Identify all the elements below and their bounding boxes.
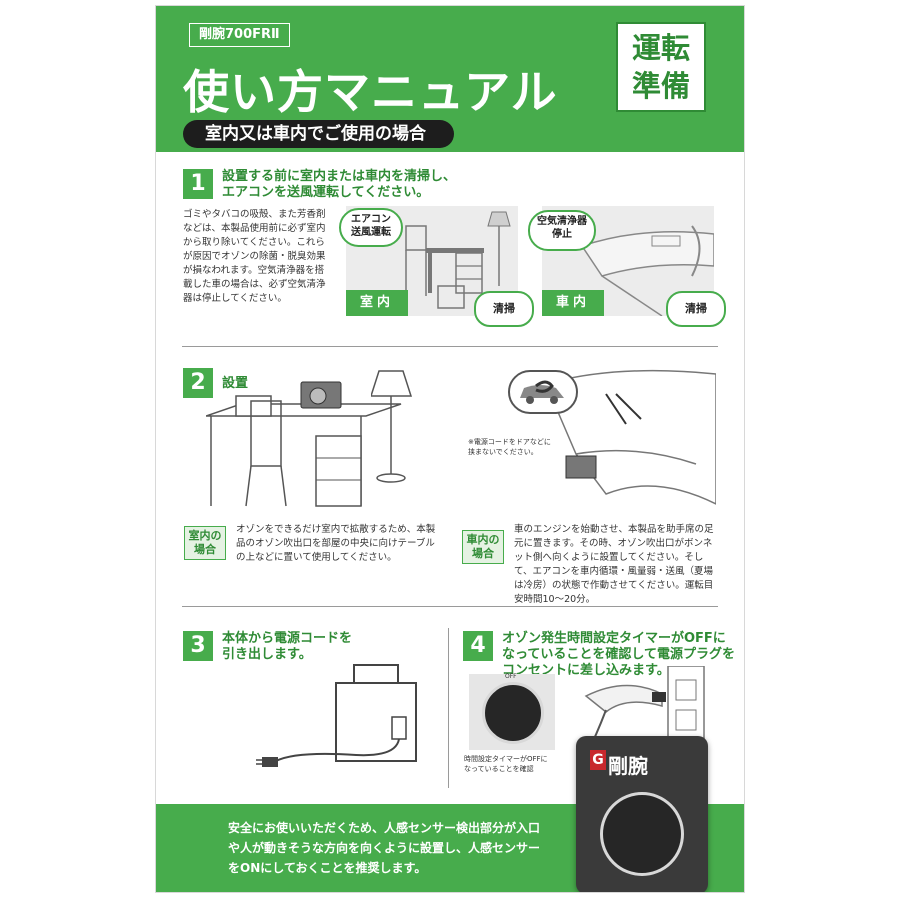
step-4-number: 4 — [463, 631, 493, 661]
car-case-text: 車のエンジンを始動させ、本製品を助手席の足元に置きます。その時、オゾン吹出口がボ… — [514, 524, 714, 605]
car-case-label: 車内の 場合 — [462, 530, 504, 564]
car-label-line2: 場合 — [472, 547, 494, 560]
step-3-title: 本体から電源コードを 引き出します。 — [222, 631, 352, 663]
car-tag: 車内 — [542, 290, 604, 316]
plug-outlet-illustration — [584, 666, 705, 756]
divider-2 — [182, 606, 718, 607]
cord-note-line1: ※電源コードをドアなどに — [468, 438, 551, 446]
brand-mark-icon: G — [590, 750, 606, 770]
cord-note-line2: 挟まないでください。 — [468, 448, 538, 456]
divider-3-vertical — [448, 628, 449, 788]
step-3-number: 3 — [183, 631, 213, 661]
car-bubble-line1: 空気清浄器 — [537, 216, 587, 227]
footer-line1: 安全にお使いいただくため、人感センサー検出部分が入口 — [228, 821, 541, 835]
car-icon — [520, 380, 564, 404]
operation-prep-tag: 運転 準備 — [616, 22, 706, 112]
footer-line2: や人が動きそうな方向を向くように設置し、人感センサー — [228, 841, 541, 855]
step-1-title: 設置する前に室内または車内を清掃し、 エアコンを送風運転してください。 — [222, 169, 456, 201]
car-illustration — [580, 225, 714, 316]
power-cord-illustration — [256, 664, 417, 767]
room-clean-bubble: 清掃 — [474, 291, 534, 327]
corner-tag-line2: 準備 — [631, 69, 690, 103]
car-bubble-line2: 停止 — [552, 229, 572, 240]
timer-off-label: OFF — [505, 673, 517, 680]
model-badge: 剛腕700FRⅡ — [189, 23, 290, 47]
timer-caption-line1: 時間設定タイマーがOFFに — [464, 755, 548, 763]
brand-name: 剛腕 — [608, 754, 648, 778]
indoor-label-line1: 室内の — [188, 529, 222, 542]
room-illustration — [405, 211, 511, 309]
room-setup-illustration — [206, 381, 402, 507]
car-setup-illustration — [544, 369, 716, 505]
step-4-title-line2: なっていることを確認して電源プラグを — [502, 647, 735, 662]
room-tag: 室内 — [346, 290, 408, 316]
divider-1 — [182, 346, 718, 347]
indoor-label-line2: 場合 — [194, 543, 216, 556]
step-1-title-line2: エアコンを送風運転してください。 — [222, 185, 430, 200]
air-purifier-stop-bubble: 空気清浄器 停止 — [528, 210, 596, 251]
timer-photo: OFF — [469, 673, 555, 750]
step-2-number: 2 — [183, 368, 213, 398]
cord-door-note: ※電源コードをドアなどに 挟まないでください。 — [468, 437, 551, 457]
step-1-body: ゴミやタバコの吸殻、また芳香剤などは、本製品使用前に必ず室内から取り除いてくださ… — [183, 209, 326, 304]
floor-lamp-illustration — [371, 370, 413, 483]
indoor-case-label: 室内の 場合 — [184, 526, 226, 560]
footer-safety-text: 安全にお使いいただくため、人感センサー検出部分が入口 や人が動きそうな方向を向く… — [228, 818, 558, 878]
corner-tag-line1: 運転 — [631, 31, 690, 65]
footer-line3: をONにしておくことを推奨します。 — [228, 861, 427, 875]
aircon-fan-bubble: エアコン 送風運転 — [339, 208, 403, 247]
room-bubble-line2: 送風運転 — [351, 227, 391, 238]
step-4-title-line1: オゾン発生時間設定タイマーがOFFに — [502, 631, 726, 646]
step-3-title-line1: 本体から電源コードを — [222, 631, 353, 646]
step-3-title-line2: 引き出します。 — [222, 647, 312, 662]
indoor-case-text: オゾンをできるだけ室内で拡散するため、本製品のオゾン吹出口を部屋の中央に向けテー… — [236, 524, 436, 563]
room-bubble-line1: エアコン — [351, 214, 391, 225]
timer-caption: 時間設定タイマーがOFFに なっていることを確認 — [464, 754, 548, 774]
subtitle-pill: 室内又は車内でご使用の場合 — [183, 120, 454, 148]
page-title: 使い方マニュアル — [183, 65, 558, 119]
manual-sheet: 剛腕700FRⅡ 使い方マニュアル 運転 準備 室内又は車内でご使用の場合 1 … — [155, 5, 745, 893]
car-clean-bubble: 清掃 — [666, 291, 726, 327]
timer-dial-large — [600, 792, 684, 876]
step-1-number: 1 — [183, 169, 213, 199]
step-2-title: 設置 — [222, 376, 249, 391]
car-label-line1: 車内の — [466, 533, 500, 546]
timer-caption-line2: なっていることを確認 — [464, 765, 534, 773]
car-icon-bubble — [508, 370, 578, 414]
timer-dial-small: OFF — [482, 673, 544, 744]
step-1-title-line1: 設置する前に室内または車内を清掃し、 — [222, 169, 457, 184]
